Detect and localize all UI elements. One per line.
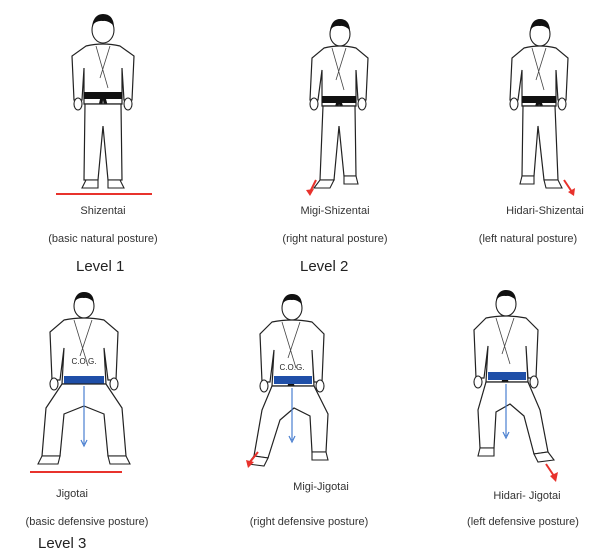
posture-description: (left defensive posture) (438, 516, 608, 528)
posture-name: Jigotai (22, 488, 122, 500)
figure-shizentai (48, 8, 158, 208)
figure-hidari-shizentai (490, 14, 600, 204)
cog-label: C.O.G. (72, 357, 97, 366)
cog-label: C.O.G. (280, 363, 305, 372)
level-label: Level 3 (38, 535, 86, 552)
posture-name: Migi-Shizentai (260, 205, 410, 217)
posture-description: (basic defensive posture) (2, 516, 172, 528)
posture-name: Migi-Jigotai (256, 481, 386, 493)
level-label: Level 2 (300, 258, 348, 275)
figure-migi-shizentai (280, 14, 390, 204)
figure-jigotai: C.O.G. (22, 288, 152, 478)
posture-name: Hidari- Jigotai (452, 490, 602, 502)
level-label: Level 1 (76, 258, 124, 275)
posture-description: (right defensive posture) (224, 516, 394, 528)
figure-migi-jigotai: C.O.G. (236, 290, 356, 470)
figure-hidari-jigotai (460, 286, 580, 486)
posture-description: (basic natural posture) (18, 233, 188, 245)
posture-name: Hidari-Shizentai (470, 205, 613, 217)
posture-name: Shizentai (48, 205, 158, 217)
posture-description: (left natural posture) (443, 233, 613, 245)
posture-description: (right natural posture) (250, 233, 420, 245)
